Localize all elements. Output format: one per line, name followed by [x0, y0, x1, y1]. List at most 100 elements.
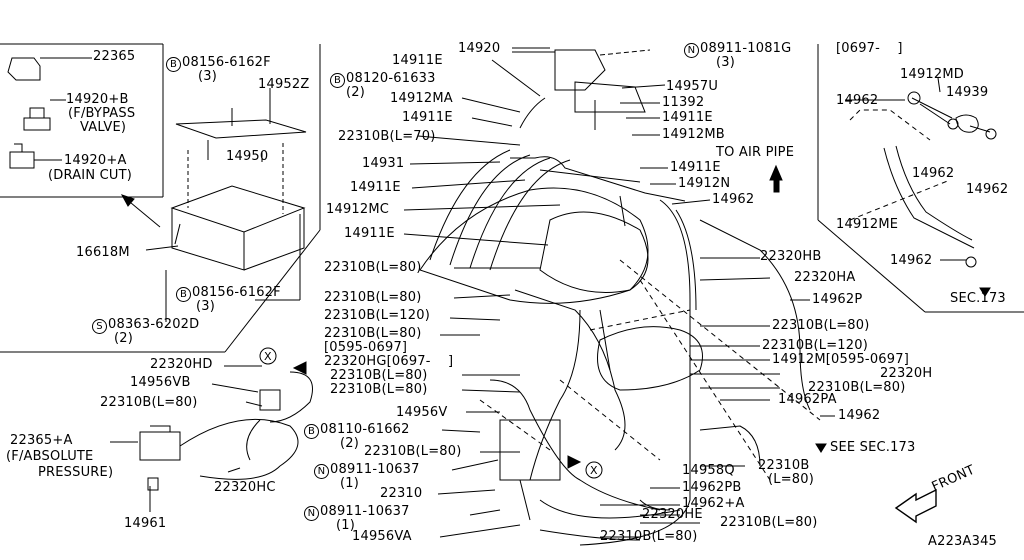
canister-bracket	[175, 119, 307, 139]
circle-b-symbol: B	[304, 424, 319, 439]
label-22310b-l80-3: 22310B(L=80)	[324, 326, 422, 341]
label-bolt-08120-qty: (2)	[346, 85, 366, 100]
label-22310b-bl: 22310B(L=80)	[100, 395, 198, 410]
throttle-body	[539, 211, 649, 293]
label-14920a: 14920+A	[64, 153, 127, 168]
label-14962-i3: 14962	[966, 182, 1009, 197]
label-14911e-2: 14911E	[402, 110, 453, 125]
label-nut-08911-2-qty: (1)	[336, 518, 356, 533]
label-22320hd: 22320HD	[150, 357, 213, 372]
label-canister-bolt-bottom-qty: (3)	[196, 299, 216, 314]
label-14912me: 14912ME	[836, 217, 899, 232]
label-14961: 14961	[124, 516, 167, 531]
circle-n-symbol: N	[304, 506, 319, 521]
sensor-22365A-shape	[139, 425, 181, 461]
label-bolt-08110-qty: (2)	[340, 436, 360, 451]
label-14962-r2: 14962	[838, 408, 881, 423]
label-14952z: 14952Z	[258, 77, 310, 92]
label-range-0595: [0595-0697]	[324, 340, 408, 355]
purge-valve-14920	[554, 49, 606, 91]
label-22365: 22365	[93, 49, 136, 64]
label-14939: 14939	[946, 85, 989, 100]
marker-x-left: X	[264, 350, 272, 363]
label-14958q: 14958Q	[682, 463, 735, 478]
label-14920b: 14920+B	[66, 92, 129, 107]
canister-divider-diag	[224, 229, 321, 353]
label-14911e-r1: 14911E	[662, 110, 713, 125]
label-14920b-desc: (F/BYPASS	[68, 106, 136, 121]
label-14956v: 14956V	[396, 405, 448, 420]
label-14956va: 14956VA	[352, 529, 412, 544]
label-canister-bolt-top-qty: (3)	[198, 69, 218, 84]
label-14962p: 14962P	[812, 292, 863, 307]
label-22320ha: 22320HA	[794, 270, 856, 285]
label-22320hb: 22320HB	[760, 249, 822, 264]
label-14912n: 14912N	[678, 176, 731, 191]
label-22310b-r3: 22310B	[758, 458, 810, 473]
label-14912md: 14912MD	[900, 67, 964, 82]
label-22310b-l80-2: 22310B(L=80)	[324, 290, 422, 305]
label-22310b-r3-l80: (L=80)	[768, 472, 815, 487]
circle-b-symbol: B	[330, 73, 345, 88]
label-14962pb: 14962PB	[682, 480, 742, 495]
label-14920a-desc: (DRAIN CUT)	[48, 168, 132, 183]
label-inset-range: [0697- ]	[836, 41, 903, 56]
label-22310b-l70: 22310B(L=70)	[338, 129, 436, 144]
label-22310b-l80-1: 22310B(L=80)	[324, 260, 422, 275]
label-22365a-desc: (F/ABSOLUTE	[6, 449, 94, 464]
label-14912mb: 14912MB	[662, 127, 725, 142]
label-22320h: 22320H	[880, 366, 933, 381]
right-inset-diag	[817, 219, 926, 313]
label-22310: 22310	[380, 486, 423, 501]
label-canister-screw-qty: (2)	[114, 331, 134, 346]
label-11392: 11392	[662, 95, 705, 110]
label-22320hg: 22320HG[0697- ]	[324, 354, 454, 369]
label-22310b-l80-4: 22310B(L=80)	[330, 368, 428, 383]
label-14950: 14950	[226, 149, 269, 164]
circle-n-symbol: N	[684, 43, 699, 58]
label-14912ma: 14912MA	[390, 91, 453, 106]
label-22310b-l80-6: 22310B(L=80)	[364, 444, 462, 459]
label-14962-i2: 14962	[912, 166, 955, 181]
label-22310b-l80-5: 22310B(L=80)	[330, 382, 428, 397]
circle-s-symbol: S	[92, 319, 107, 334]
label-22310b-r-l80-2: 22310B(L=80)	[808, 380, 906, 395]
label-22320hc: 22320HC	[214, 480, 276, 495]
label-14911e-4: 14911E	[344, 226, 395, 241]
label-22310b-r-l80-4: 22310B(L=80)	[600, 529, 698, 544]
label-22320he: 22320HE	[642, 507, 703, 522]
front-arrow	[894, 488, 937, 524]
circle-b-symbol: B	[166, 57, 181, 72]
label-22365a: 22365+A	[10, 433, 73, 448]
solenoid-22310	[499, 419, 561, 481]
label-22310b-r-l120: 22310B(L=120)	[762, 338, 868, 353]
canister-top	[170, 185, 306, 233]
label-14911e-3: 14911E	[350, 180, 401, 195]
circle-n-symbol: N	[314, 464, 329, 479]
marker-x-right: X	[590, 464, 598, 477]
drain-cut-valve-shape	[9, 143, 44, 169]
label-14962-i4: 14962	[890, 253, 933, 268]
canister-assy-22310	[597, 326, 703, 391]
label-14962-i1: 14962	[836, 93, 879, 108]
drawing-code: A223A345	[928, 534, 998, 549]
label-22310b-l120: 22310B(L=120)	[324, 308, 430, 323]
label-14920b-desc2: VALVE)	[80, 120, 127, 135]
sensor-22365-shape	[7, 57, 41, 81]
label-16618m: 16618M	[76, 245, 130, 260]
label-see-sec173: SEE SEC.173	[830, 440, 916, 455]
sec173-arrow-inset	[979, 287, 991, 297]
label-22310b-r-l80-1: 22310B(L=80)	[772, 318, 870, 333]
bypass-valve-shape	[23, 107, 51, 131]
label-14920: 14920	[458, 41, 501, 56]
circle-b-symbol: B	[176, 287, 191, 302]
label-14931: 14931	[362, 156, 405, 171]
